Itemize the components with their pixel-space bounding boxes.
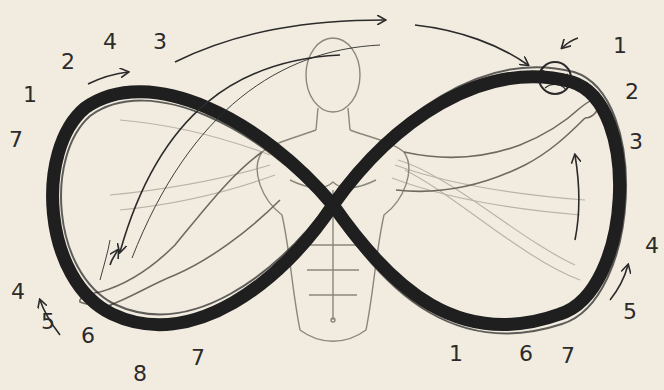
sequence-number-text: 2 <box>625 79 639 104</box>
sequence-number: 8 <box>133 363 147 385</box>
sequence-number-text: 4 <box>103 29 117 54</box>
sequence-number-text: 5 <box>41 309 55 334</box>
sequence-number-text: 1 <box>613 33 627 58</box>
sequence-number: 5 <box>623 301 637 323</box>
sequence-number: 2 <box>625 81 639 103</box>
sequence-number-text: 8 <box>133 361 147 386</box>
sequence-number: 4 <box>11 281 25 303</box>
sequence-number-text: 4 <box>11 279 25 304</box>
sequence-number-text: 6 <box>519 341 533 366</box>
sequence-number-text: 7 <box>9 127 23 152</box>
sequence-number: 3 <box>629 131 643 153</box>
sequence-number: 7 <box>9 129 23 151</box>
sequence-number-text: 1 <box>449 341 463 366</box>
sequence-number: 1 <box>613 35 627 57</box>
sequence-number: 6 <box>81 325 95 347</box>
sequence-number-text: 7 <box>561 343 575 368</box>
sequence-number-text: 6 <box>81 323 95 348</box>
sequence-number-text: 5 <box>623 299 637 324</box>
sequence-number: 4 <box>103 31 117 53</box>
sequence-number: 4 <box>645 235 659 257</box>
sequence-number: 1 <box>23 84 37 106</box>
sequence-number: 2 <box>61 51 75 73</box>
sequence-number: 6 <box>519 343 533 365</box>
sequence-number: 3 <box>153 31 167 53</box>
sequence-number-text: 3 <box>629 129 643 154</box>
sequence-number-text: 1 <box>23 82 37 107</box>
sequence-number-text: 2 <box>61 49 75 74</box>
sequence-number: 1 <box>449 343 463 365</box>
sequence-number: 7 <box>191 347 205 369</box>
sequence-number-text: 7 <box>191 345 205 370</box>
sequence-number: 5 <box>41 311 55 333</box>
sequence-number-text: 4 <box>645 233 659 258</box>
sequence-number: 7 <box>561 345 575 367</box>
sequence-number-text: 3 <box>153 29 167 54</box>
